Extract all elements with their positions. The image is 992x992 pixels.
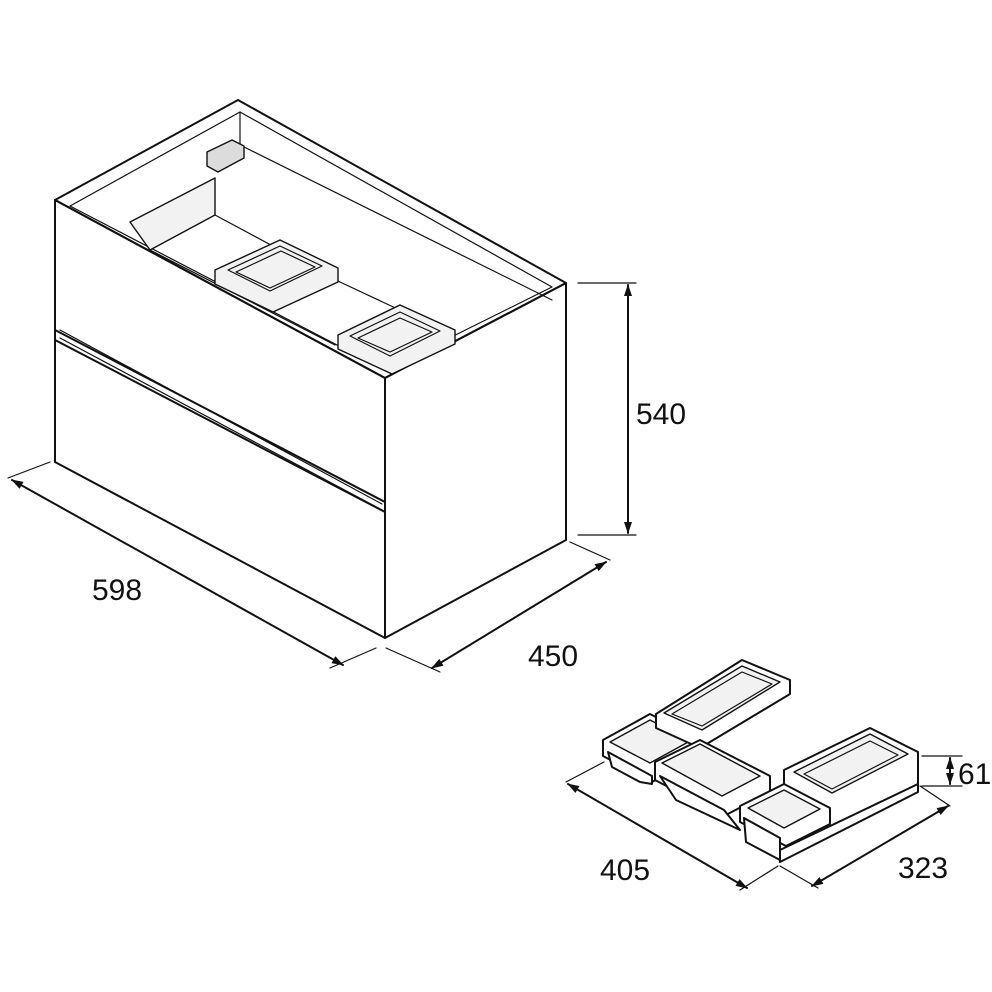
organizer-width-label: 405: [600, 854, 650, 887]
cabinet-width-label: 598: [92, 574, 142, 607]
organizer-depth-dimension: 323: [779, 785, 951, 889]
cabinet-back-wall: [239, 111, 553, 301]
organizer-width-dimension: 405: [565, 761, 779, 891]
drawer-tray-right: [337, 304, 456, 375]
organizer-compartment-top: [655, 659, 791, 749]
cabinet-inner-rim: [69, 111, 553, 371]
cabinet-width-dimension: 598: [7, 461, 377, 669]
organizer-height-dimension: 61: [921, 755, 991, 791]
cabinet-top-rim: [54, 99, 567, 379]
drawer-tray-left: [214, 239, 339, 313]
organizer-height-label: 61: [958, 758, 991, 791]
cabinet-height-label: 540: [636, 398, 686, 431]
cabinet-height-dimension: 540: [577, 282, 686, 536]
drawer-interior-back: [129, 177, 216, 251]
hinge-block: [206, 139, 245, 173]
organizer-depth-label: 323: [898, 852, 948, 885]
cabinet-depth-dimension: 450: [385, 541, 611, 673]
vanity-cabinet: [54, 99, 567, 639]
cabinet-depth-label: 450: [528, 640, 578, 673]
